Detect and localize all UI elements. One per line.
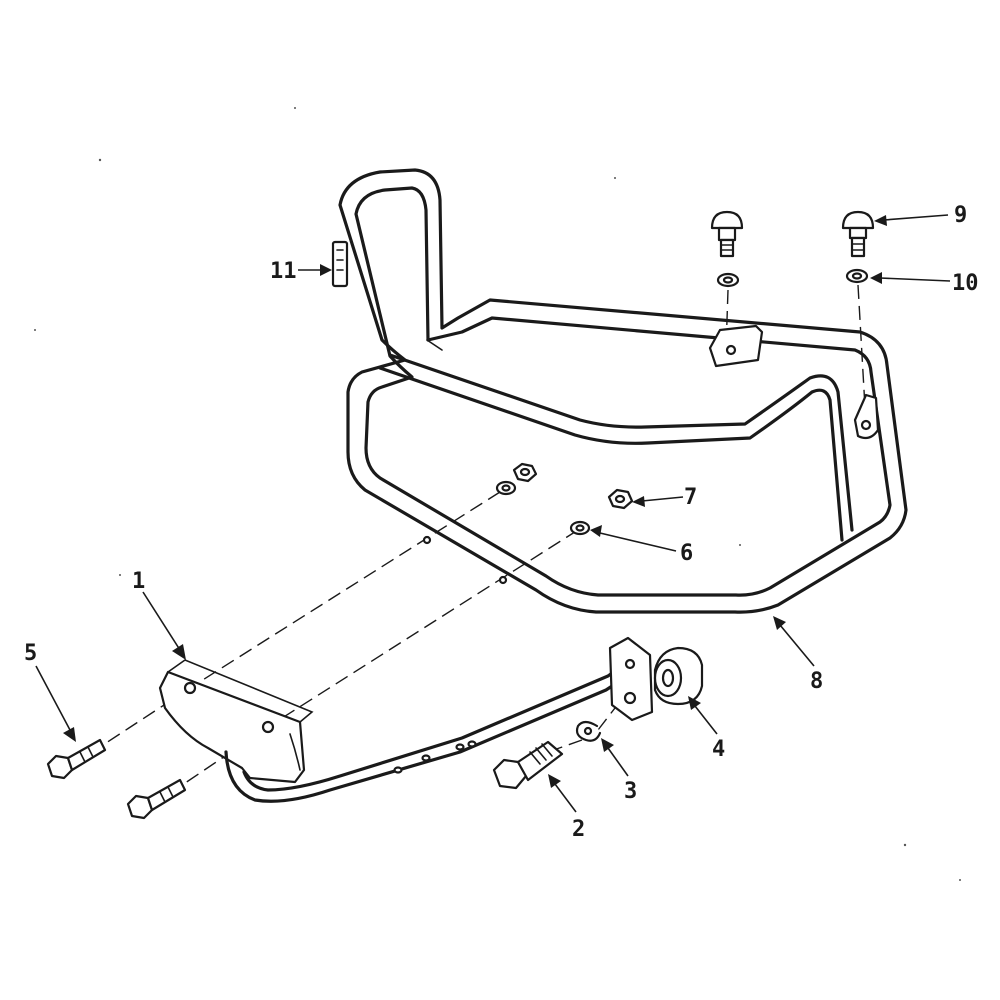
hex-nut-upper [512,462,538,483]
hex-bolt-upper [46,738,107,780]
carriage-bolt-right [841,210,875,258]
washer-lower [569,520,591,536]
shoulder-bolt [492,740,564,790]
hex-bolt-lower [126,778,187,820]
lock-washer-right [845,268,869,284]
callout-10: 10 [952,271,979,296]
retainer-clip [575,720,602,742]
scan-specks [34,107,961,881]
lock-washer-left [716,272,740,288]
roller [653,646,704,706]
callout-2: 2 [572,817,585,842]
callout-9: 9 [954,203,967,228]
callout-1: 1 [132,569,145,594]
callout-7: 7 [684,485,697,510]
callout-3: 3 [624,779,637,804]
frame-bracket-right [853,393,880,440]
hex-nut-lower [607,488,634,510]
callout-labels: 1 2 3 4 5 6 7 8 9 10 11 [24,203,979,842]
callout-leaders [35,214,951,813]
washer-upper [495,480,517,496]
bumper-frame [338,168,908,614]
callout-5: 5 [24,641,37,666]
frame-bracket-left [708,324,764,368]
callout-6: 6 [680,541,693,566]
decal [331,240,349,288]
carriage-bolt-left [710,210,744,258]
mounting-bracket-assembly [158,658,642,803]
callout-4: 4 [712,737,725,762]
end-plate [608,636,654,722]
callout-11: 11 [270,259,297,284]
callout-8: 8 [810,669,823,694]
